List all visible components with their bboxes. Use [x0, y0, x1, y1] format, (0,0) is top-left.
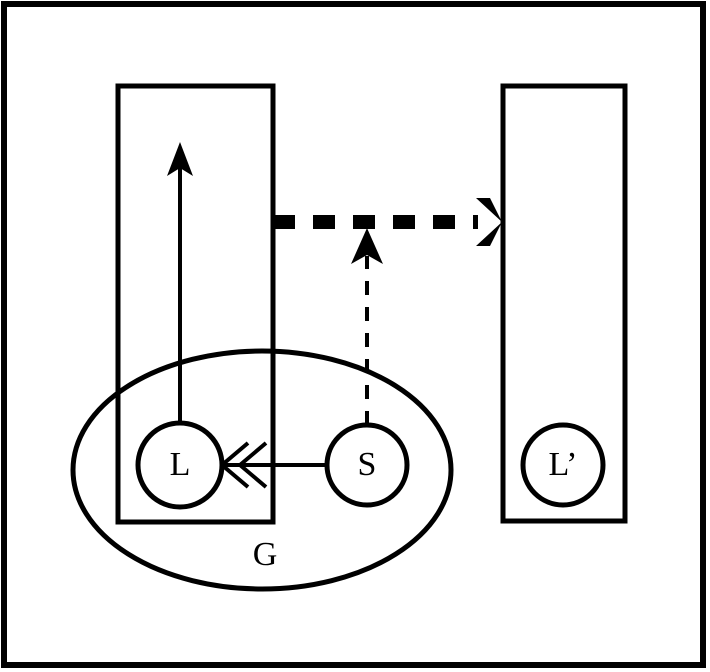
edge-l-upward-arrow — [167, 142, 193, 423]
node-l[interactable]: L — [135, 420, 225, 510]
edge-s-upward-dashed-arrow — [351, 228, 383, 425]
arrowhead-up-solid — [167, 142, 193, 176]
node-s-circle[interactable] — [324, 422, 410, 508]
node-l-label: L — [170, 446, 191, 483]
node-l-prime-circle[interactable] — [520, 422, 606, 508]
node-s[interactable]: S — [324, 422, 410, 508]
node-s-label: S — [358, 446, 377, 483]
arrowhead-chevron-outer — [236, 441, 268, 489]
right-box-container — [500, 83, 628, 524]
arrowhead-up-dashed — [351, 228, 383, 264]
arrowhead-right-thick — [476, 198, 502, 246]
group-ellipse-g — [70, 348, 454, 592]
node-l-prime[interactable]: L’ — [520, 422, 606, 508]
node-l-circle[interactable] — [135, 420, 225, 510]
node-l-prime-label: L’ — [549, 446, 578, 483]
group-label-g: G — [253, 536, 278, 573]
edge-box-to-box-dashed-arrow — [273, 198, 502, 246]
